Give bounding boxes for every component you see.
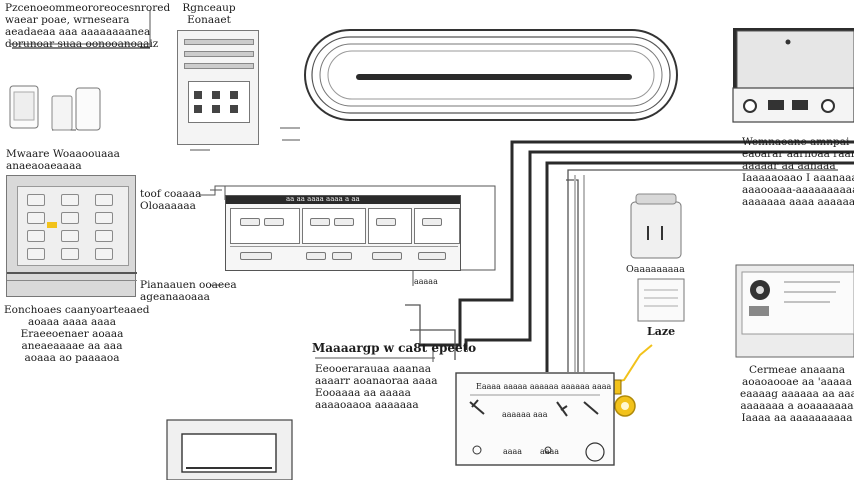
thermostat-device	[177, 30, 259, 145]
wall-box-icon	[630, 193, 685, 322]
control-box-header: Eaaaa aaaaa aaaaaa aaaaaa aaaa	[476, 382, 612, 391]
control-box-icon	[455, 372, 615, 466]
control-box-bottom-1: aaaa	[503, 447, 523, 456]
control-box-mid: aaaaaa aaa	[502, 410, 548, 419]
control-panel: aa aa aaaa aaaa a aa	[225, 195, 461, 271]
amplifier-device-icon	[732, 28, 854, 123]
oval-heater-icon	[304, 29, 678, 121]
sensor-pair-icon	[9, 85, 101, 131]
tag-label: Laze	[647, 325, 676, 338]
panel-header: aa aa aaaa aaaa a aa	[286, 195, 360, 203]
panel-caption: aaaaa	[414, 277, 438, 286]
wall-box-label: Oaaaaaaaaa	[626, 264, 685, 275]
control-box-bottom-2: aaaa	[540, 447, 560, 456]
center-heading: Maaaargp w ca8t epeeto	[312, 341, 477, 355]
keypad-panel	[6, 175, 137, 297]
bottom-device-icon	[166, 419, 293, 480]
status-panel-icon	[735, 264, 854, 358]
